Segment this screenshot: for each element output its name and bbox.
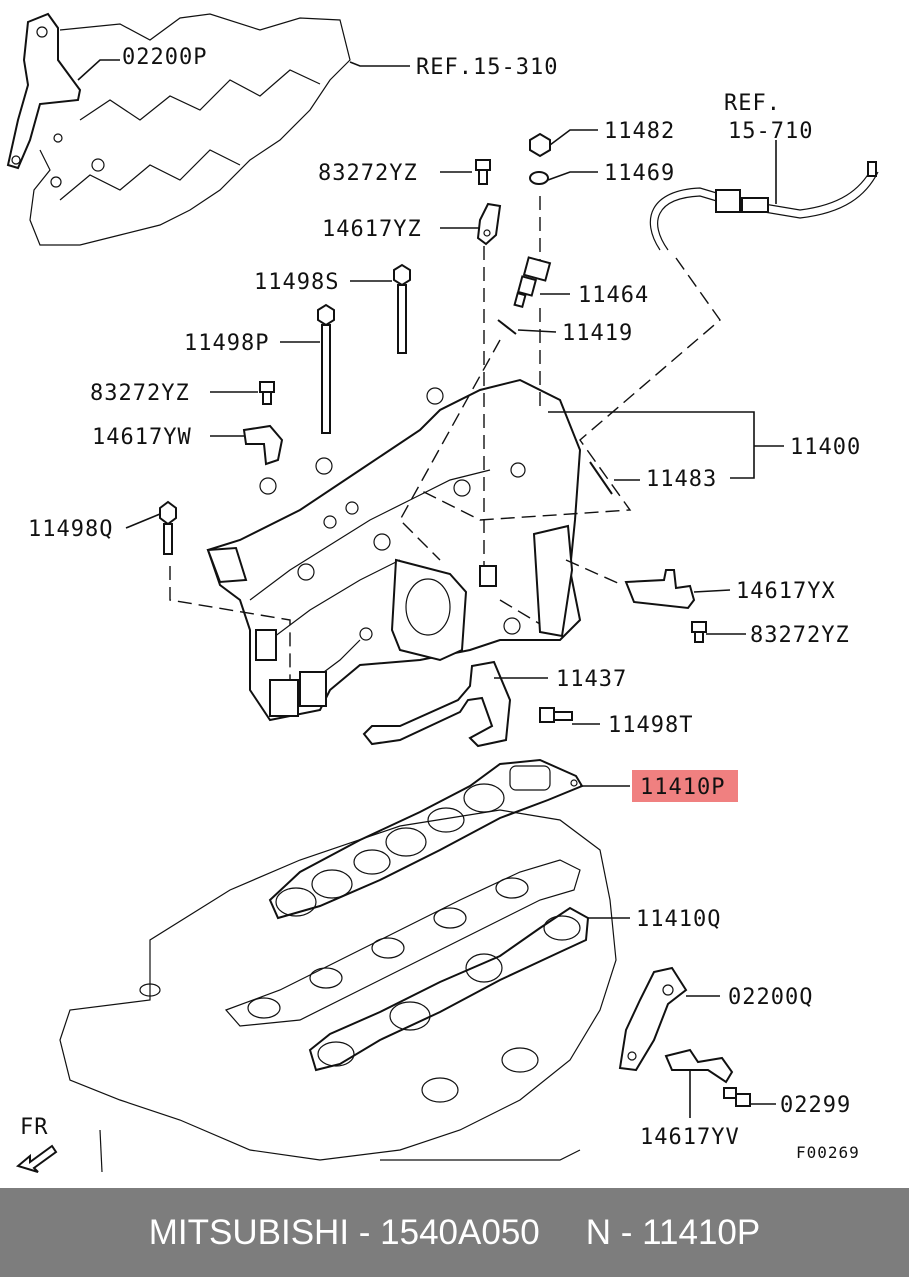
front-arrow-icon [15, 1144, 58, 1173]
label-83272YZ-left: 83272YZ [90, 381, 190, 406]
label-11469: 11469 [604, 161, 675, 186]
nut-11482 [529, 132, 551, 158]
oring-11419 [497, 319, 517, 335]
gasket-11410Q [308, 906, 590, 1072]
label-ref-15-710-b: 15-710 [728, 119, 813, 144]
label-11498P: 11498P [184, 331, 269, 356]
label-ref-15-710-a: REF. [724, 91, 781, 116]
label-02299: 02299 [780, 1093, 851, 1118]
gasket-11410P [268, 758, 584, 920]
label-11400: 11400 [790, 435, 861, 460]
label-11419: 11419 [562, 321, 633, 346]
bracket-11437 [362, 660, 512, 748]
bracket-14617YV [664, 1048, 734, 1084]
label-11410Q: 11410Q [636, 907, 721, 932]
bracket-02200Q [618, 966, 688, 1072]
label-11498T: 11498T [608, 713, 693, 738]
label-11498Q: 11498Q [28, 517, 113, 542]
sensor-11464 [513, 256, 552, 309]
footer-part-number: MITSUBISHI - 1540A050 [148, 1212, 540, 1252]
footer-bar: MITSUBISHI - 1540A050 N - 11410P [0, 1188, 909, 1277]
label-02200Q: 02200Q [728, 985, 813, 1010]
bolt-02299 [723, 1087, 751, 1107]
label-14617YX: 14617YX [736, 579, 836, 604]
bolt-83272YZ-top [475, 159, 491, 185]
bracket-14617YX [624, 569, 696, 610]
bracket-14617YW [242, 424, 284, 466]
label-11483: 11483 [646, 467, 717, 492]
label-02200P: 02200P [122, 45, 207, 70]
highlight-box [632, 770, 738, 802]
vacuum-hose-ref [649, 161, 879, 251]
dashed-guide-lines [169, 196, 721, 680]
label-14617YV: 14617YV [640, 1125, 740, 1150]
bolt-83272YZ-right [691, 621, 707, 643]
footer-reference-number: N - 11410P [585, 1212, 761, 1252]
label-83272YZ-right: 83272YZ [750, 623, 850, 648]
label-11410P: 11410P [640, 775, 725, 800]
pin-11483 [589, 461, 613, 495]
exhaust-manifold-ref-outline [29, 13, 351, 246]
figure-code: F00269 [796, 1143, 860, 1162]
label-ref-15-310: REF.15-310 [416, 55, 558, 80]
washer-11469 [529, 171, 549, 185]
label-14617YW: 14617YW [92, 425, 192, 450]
bolt-83272YZ-left [259, 381, 275, 405]
label-11482: 11482 [604, 119, 675, 144]
bolt-11498P [317, 303, 335, 434]
label-83272YZ-top: 83272YZ [318, 161, 418, 186]
label-11464: 11464 [578, 283, 649, 308]
bolt-11498T [539, 707, 573, 723]
intake-manifold [206, 378, 582, 722]
label-11498S: 11498S [254, 270, 339, 295]
bracket-14617YZ [476, 202, 502, 246]
cylinder-head [59, 809, 617, 1173]
bolt-11498Q [159, 500, 177, 555]
bolt-11498S [393, 263, 411, 354]
bracket-02200P [6, 12, 82, 170]
parts-diagram: 02200P REF.15-310 REF. 15-710 11482 1146… [6, 12, 879, 1173]
label-11437: 11437 [556, 667, 627, 692]
leader-lines [77, 59, 784, 1118]
label-fr: FR [20, 1115, 49, 1140]
label-14617YZ: 14617YZ [322, 217, 422, 242]
